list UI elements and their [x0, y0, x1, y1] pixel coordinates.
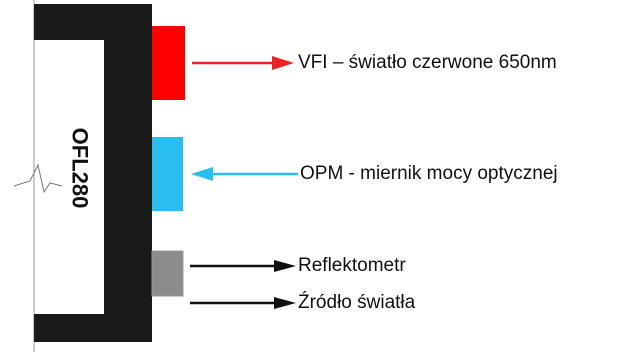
break-mark [13, 163, 63, 194]
opm-label: OPM - miernik mocy optycznej [300, 163, 558, 184]
otdr-port [151, 250, 184, 297]
source-label: Źródło światła [298, 292, 416, 313]
device-casing [34, 4, 152, 342]
vfi-label: VFI – światło czerwone 650nm [298, 52, 557, 73]
device-model-box: OFL280 [33, 108, 125, 228]
opm-arrow [191, 167, 298, 181]
vfi-arrow [192, 56, 294, 70]
source-arrow [190, 297, 296, 309]
otdr-arrow [190, 260, 296, 272]
device-model-label: OFL280 [66, 127, 92, 209]
opm-port [152, 137, 183, 211]
vfi-port [152, 26, 185, 100]
otdr-label: Reflektometr [298, 255, 406, 276]
